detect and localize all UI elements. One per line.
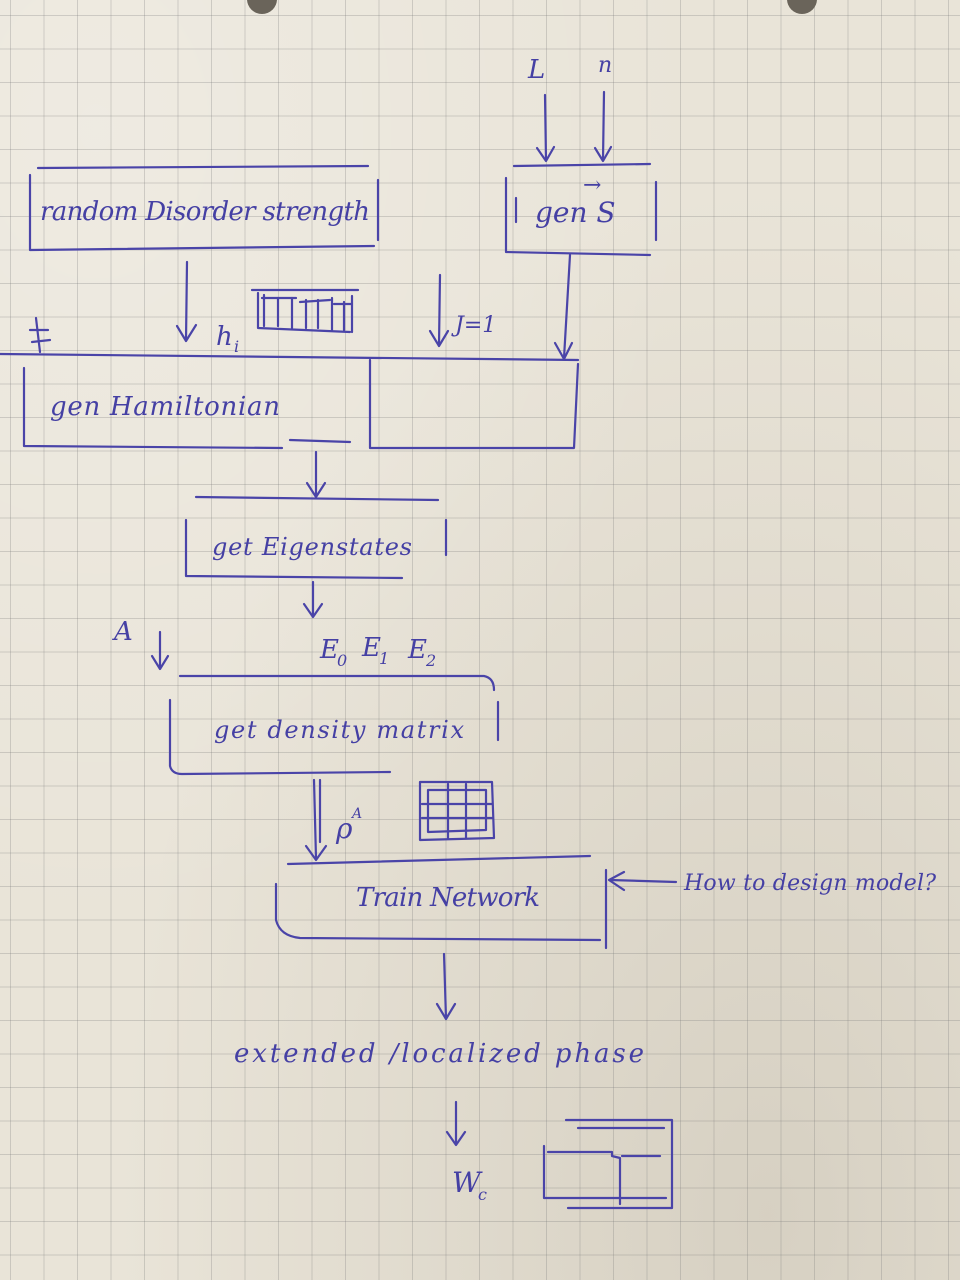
- get-eigenstates-label: get Eigenstates: [212, 533, 412, 561]
- random-disorder-label: random Disorder strength: [40, 197, 370, 227]
- energy-e0-subscript: 0: [337, 651, 347, 670]
- get-eigenstates-box: [184, 495, 448, 580]
- vector-arrow-symbol: →: [583, 173, 601, 198]
- input-n-arrow: [593, 90, 613, 163]
- gen-s-label: gen S: [535, 196, 616, 229]
- rho-label: ρ: [335, 812, 353, 845]
- random-disorder-box: [28, 164, 380, 252]
- design-model-question: How to design model?: [683, 871, 936, 896]
- rho-superscript: A: [350, 806, 362, 822]
- question-arrow: [607, 870, 678, 892]
- punch-hole-right: [787, 0, 817, 14]
- energy-e2-subscript: 2: [425, 651, 436, 670]
- hi-subscript: i: [234, 337, 239, 356]
- eigenstates-to-density-arrow: [302, 580, 324, 619]
- energy-e2: E: [407, 635, 427, 665]
- train-network-box: [274, 854, 608, 950]
- density-matrix-grid-icon: [418, 780, 496, 842]
- input-n-label: n: [598, 53, 612, 78]
- punch-hole-left: [247, 0, 277, 14]
- input-l-arrow: [535, 93, 556, 163]
- density-to-network-arrow: [304, 778, 328, 862]
- network-to-phase-arrow: [435, 952, 457, 1021]
- gen-s-box: [504, 162, 658, 257]
- disorder-to-hamiltonian-arrow: [175, 260, 198, 343]
- phase-label: extended /localized phase: [234, 1039, 644, 1069]
- wc-subscript: c: [478, 1185, 487, 1204]
- input-l-label: L: [527, 55, 545, 85]
- subsystem-a-label: A: [112, 617, 133, 647]
- energy-e1: E: [361, 633, 381, 663]
- subsystem-a-arrow: [150, 630, 170, 671]
- phase-transition-plot-icon: [542, 1118, 674, 1210]
- gen-s-to-hamiltonian-arrow: [553, 253, 574, 361]
- hamiltonian-to-eigenstates-arrow: [305, 450, 327, 499]
- j-label: J=1: [451, 313, 496, 338]
- wc-label: W: [452, 1166, 483, 1199]
- energy-e0: E: [319, 635, 339, 665]
- margin-mark: [28, 316, 52, 354]
- phase-to-wc-arrow: [445, 1100, 467, 1147]
- get-density-matrix-label: get density matrix: [214, 716, 464, 744]
- j-arrow: [428, 273, 450, 348]
- get-density-matrix-box: [168, 674, 500, 776]
- train-network-label: Train Network: [356, 883, 540, 913]
- gen-hamiltonian-label: gen Hamiltonian: [50, 392, 280, 422]
- hi-label: h: [216, 322, 233, 352]
- gen-hamiltonian-box: [0, 352, 580, 450]
- energy-e1-subscript: 1: [379, 649, 389, 668]
- disorder-bars-sketch-icon: [250, 288, 360, 334]
